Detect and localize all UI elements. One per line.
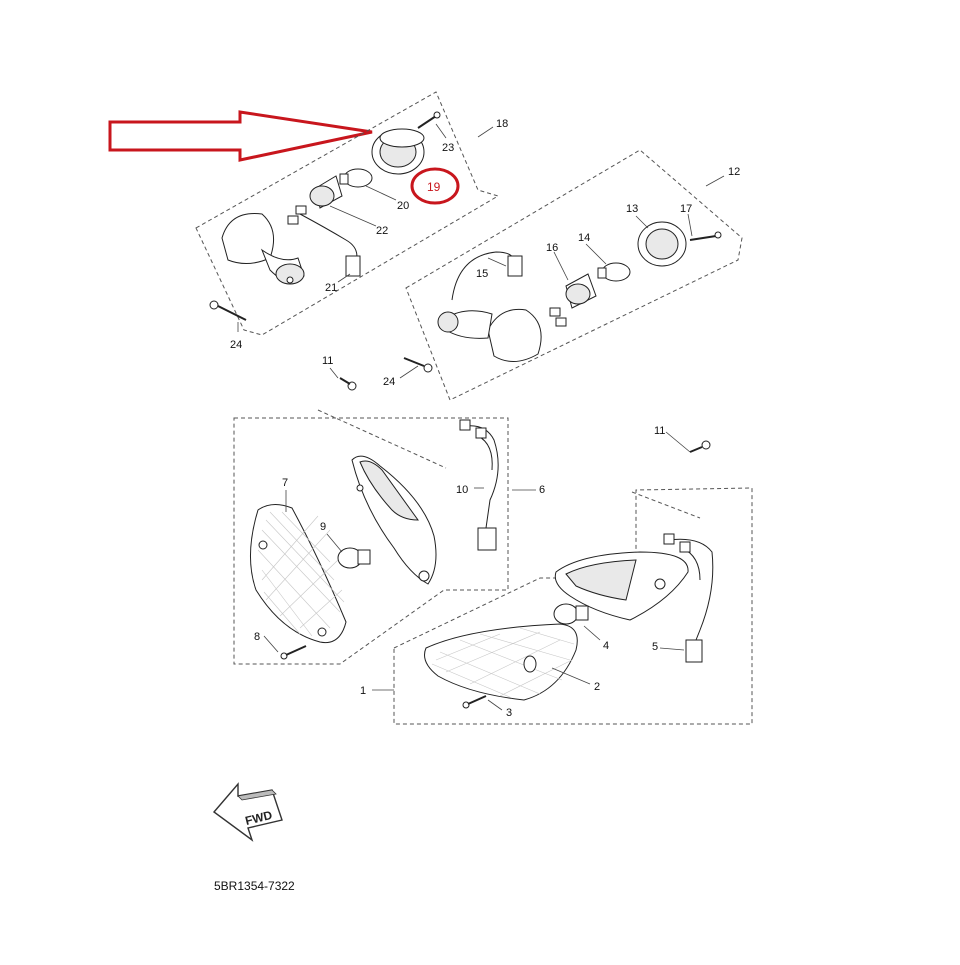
callout-1: 1 — [360, 685, 366, 697]
bulb-14 — [597, 262, 631, 282]
callout-24-right: 24 — [383, 376, 395, 388]
lens-ring-19 — [371, 128, 425, 175]
group-18-outline — [195, 91, 500, 336]
callout-17: 17 — [680, 203, 692, 215]
callout-13: 13 — [626, 203, 638, 215]
screw-8 — [280, 645, 307, 660]
socket-22 — [309, 175, 343, 209]
bolt-24-left — [209, 300, 247, 321]
highlight-circle — [410, 167, 460, 205]
callout-14: 14 — [578, 232, 590, 244]
bulb-20 — [339, 168, 373, 188]
callout-10: 10 — [456, 484, 468, 496]
callout-19: 19 — [427, 180, 441, 194]
diagram-code: 5BR1354-7322 — [214, 879, 295, 893]
group-6-link — [317, 409, 447, 469]
callout-16: 16 — [546, 242, 558, 254]
callout-24-left: 24 — [230, 339, 242, 351]
bulb-4 — [553, 603, 589, 625]
callout-8: 8 — [254, 631, 260, 643]
housing-4 — [554, 551, 689, 621]
callout-6: 6 — [539, 484, 545, 496]
callout-4: 4 — [603, 640, 609, 652]
callout-21: 21 — [325, 282, 337, 294]
screw-17 — [689, 231, 722, 241]
group-6-outline — [233, 417, 509, 665]
callout-12: 12 — [728, 166, 740, 178]
wire-harness-10 — [459, 419, 499, 551]
callout-11-top: 11 — [322, 355, 333, 367]
group-12-outline — [405, 149, 743, 401]
callout-11-right: 11 — [654, 425, 665, 437]
bolt-11-right — [689, 440, 711, 453]
wire-harness-5 — [663, 533, 714, 663]
leader-lines — [237, 123, 725, 711]
bolt-11-top — [339, 377, 357, 391]
callout-2: 2 — [594, 681, 600, 693]
callout-20: 20 — [397, 200, 409, 212]
wire-harness-21 — [287, 205, 361, 277]
screw-23 — [417, 111, 441, 129]
bulb-9 — [337, 547, 371, 569]
fwd-label: FWD — [244, 808, 274, 828]
turn-signal-housing-left — [221, 213, 305, 285]
callout-22: 22 — [376, 225, 388, 237]
callout-7: 7 — [282, 477, 288, 489]
socket-16 — [565, 273, 597, 309]
callout-3: 3 — [506, 707, 512, 719]
housing-6 — [351, 455, 437, 585]
red-arrow — [108, 110, 373, 162]
callout-5: 5 — [652, 641, 658, 653]
lens-ring-13 — [637, 221, 687, 267]
bolt-24-right — [403, 357, 433, 373]
lens-7 — [250, 504, 347, 644]
callout-23: 23 — [442, 142, 454, 154]
wire-harness-15 — [451, 251, 567, 327]
turn-signal-housing-right — [437, 308, 542, 362]
fwd-arrow-icon: FWD — [212, 782, 283, 842]
callout-15: 15 — [476, 268, 488, 280]
callout-9: 9 — [320, 521, 326, 533]
screw-3 — [462, 695, 487, 709]
lens-2 — [424, 623, 578, 701]
callout-18: 18 — [496, 118, 508, 130]
group-1-link — [631, 491, 701, 519]
